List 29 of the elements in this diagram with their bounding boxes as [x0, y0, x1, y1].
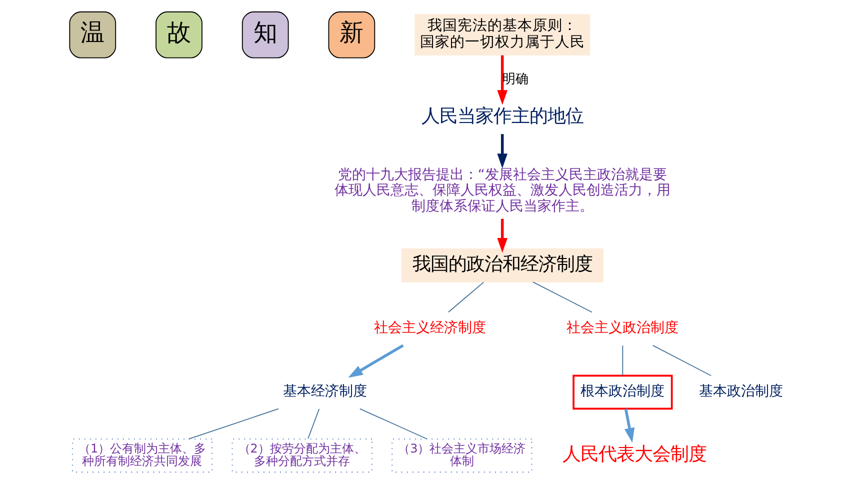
node-text: 社会主义经济制度 [374, 320, 486, 336]
node-text: 基本经济制度 [283, 383, 368, 400]
arrow [348, 344, 404, 378]
connector [188, 408, 279, 440]
node-text: 人民当家作主的地位 [421, 106, 584, 128]
node-box: 根本政治制度 [572, 374, 673, 410]
node-box: 我国的政治和经济制度 [401, 248, 604, 282]
node-box: 知 [242, 11, 289, 58]
node-box: 我国宪法的基本原则： 国家的一切权力属于人民 [414, 14, 590, 56]
node-box: （1）公有制为主体、多种所有制经济共同发展 [72, 438, 213, 473]
connector [308, 408, 320, 440]
node-box: 故 [156, 11, 202, 58]
node-box: （2）按劳分配为主体、多种分配方式并存 [232, 438, 372, 473]
connector [622, 345, 624, 376]
node-text: 党的十九大报告提出：“发展社会主义民主政治就是要体现人民意志、保障人民权益、激发人民创造活力，用制度体系保证人民当家作主。 [334, 167, 670, 214]
arrow [497, 218, 508, 253]
node-box: 温 [69, 11, 116, 58]
connector [359, 408, 428, 440]
arrow [497, 55, 508, 105]
connector [652, 344, 712, 376]
node-box: 新 [328, 11, 376, 58]
arrow [497, 134, 508, 168]
node-text: 社会主义政治制度 [566, 320, 679, 336]
node-text: 人民代表大会制度 [562, 444, 707, 466]
node-text: 基本政治制度 [699, 383, 784, 400]
connector [532, 282, 593, 313]
node-box: （3）社会主义市场经济体制 [392, 438, 532, 473]
arrow [624, 408, 635, 443]
connector [448, 282, 484, 313]
